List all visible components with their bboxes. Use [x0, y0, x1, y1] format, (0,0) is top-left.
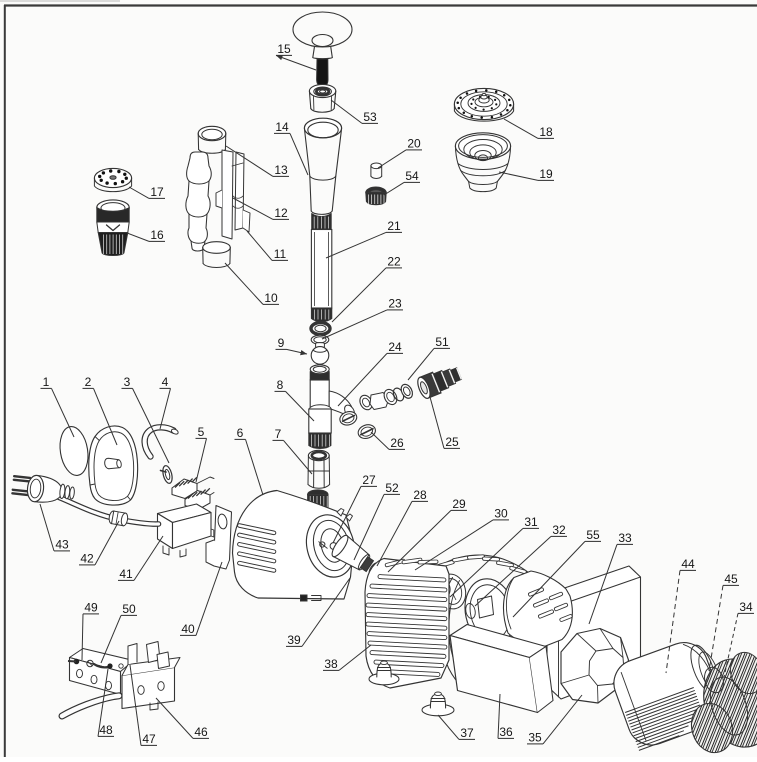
svg-text:11: 11	[274, 247, 287, 261]
svg-text:37: 37	[460, 726, 474, 740]
svg-text:18: 18	[539, 125, 553, 139]
svg-text:12: 12	[274, 206, 288, 220]
svg-text:4: 4	[162, 375, 169, 389]
svg-text:42: 42	[80, 552, 94, 566]
svg-text:1: 1	[43, 375, 50, 389]
svg-text:17: 17	[150, 185, 164, 199]
svg-text:33: 33	[618, 531, 632, 545]
svg-text:43: 43	[55, 538, 69, 552]
svg-text:6: 6	[237, 426, 244, 440]
svg-text:9: 9	[278, 336, 285, 350]
svg-text:41: 41	[119, 567, 133, 581]
svg-text:23: 23	[388, 297, 402, 311]
svg-text:15: 15	[277, 42, 291, 56]
svg-text:27: 27	[362, 473, 376, 487]
svg-text:22: 22	[387, 255, 401, 269]
svg-text:28: 28	[413, 488, 427, 502]
svg-text:25: 25	[445, 435, 459, 449]
svg-text:54: 54	[405, 169, 419, 183]
svg-text:55: 55	[586, 528, 600, 542]
svg-text:3: 3	[124, 375, 131, 389]
svg-text:40: 40	[181, 622, 195, 636]
svg-text:45: 45	[724, 572, 738, 586]
svg-text:16: 16	[150, 228, 164, 242]
svg-text:48: 48	[99, 723, 113, 737]
svg-text:52: 52	[385, 481, 399, 495]
svg-text:19: 19	[539, 167, 553, 181]
svg-text:31: 31	[524, 515, 538, 529]
svg-text:49: 49	[84, 601, 98, 615]
svg-text:50: 50	[122, 602, 136, 616]
svg-text:29: 29	[452, 497, 466, 511]
svg-text:34: 34	[739, 600, 753, 614]
svg-text:36: 36	[499, 725, 513, 739]
svg-text:13: 13	[274, 163, 288, 177]
svg-text:10: 10	[264, 291, 278, 305]
svg-text:20: 20	[407, 137, 421, 151]
svg-text:53: 53	[363, 110, 377, 124]
svg-text:44: 44	[681, 557, 695, 571]
svg-text:5: 5	[198, 425, 205, 439]
svg-text:46: 46	[194, 725, 208, 739]
svg-text:32: 32	[552, 523, 566, 537]
svg-text:24: 24	[388, 340, 402, 354]
svg-text:51: 51	[435, 335, 449, 349]
svg-text:7: 7	[275, 427, 282, 441]
svg-text:26: 26	[390, 436, 404, 450]
svg-text:39: 39	[287, 633, 301, 647]
svg-text:2: 2	[85, 375, 92, 389]
svg-text:21: 21	[387, 219, 401, 233]
svg-text:38: 38	[324, 657, 338, 671]
svg-text:47: 47	[142, 732, 156, 746]
svg-text:14: 14	[275, 120, 289, 134]
svg-text:8: 8	[277, 378, 284, 392]
svg-text:35: 35	[528, 731, 542, 745]
svg-text:30: 30	[494, 507, 508, 521]
